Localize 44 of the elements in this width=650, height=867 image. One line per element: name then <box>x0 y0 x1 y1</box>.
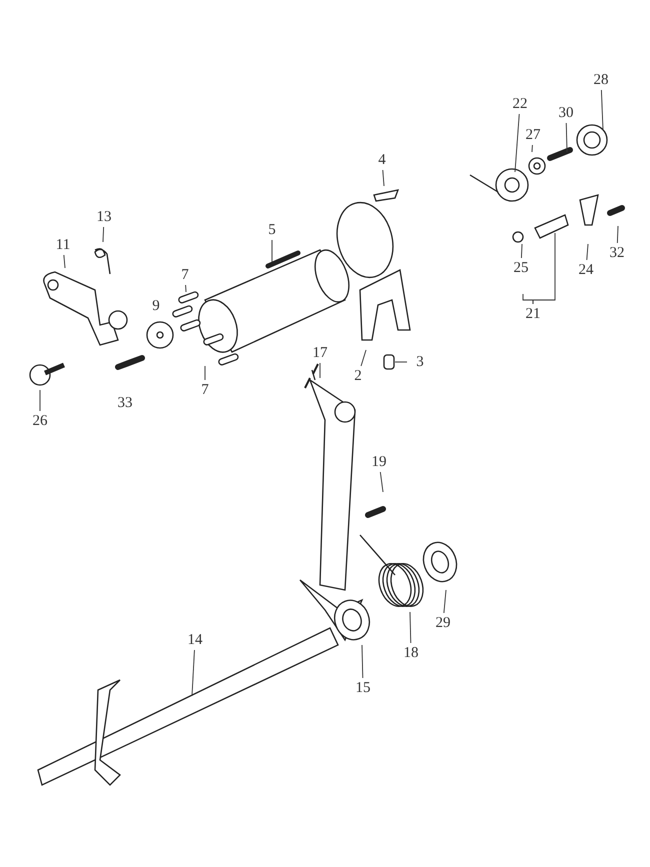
callout-number: 33 <box>118 396 132 410</box>
callout-number: 14 <box>188 632 202 648</box>
leader-line <box>192 650 195 696</box>
callout-number: 4 <box>378 152 386 168</box>
callout-number: 7 <box>181 268 189 282</box>
callout-number: 30 <box>558 106 574 120</box>
leader-line <box>204 366 206 380</box>
leader-line <box>520 244 522 258</box>
callout-number: 7 <box>201 382 209 398</box>
callout-number: 28 <box>594 72 608 88</box>
leader-line <box>600 90 604 130</box>
callout-number: 26 <box>32 414 48 428</box>
callout-number: 5 <box>268 222 276 238</box>
leader-line <box>380 472 384 492</box>
leader-line <box>362 644 364 678</box>
leader-line <box>360 350 366 366</box>
callout-number: 2 <box>354 368 362 384</box>
callout-number: 25 <box>514 260 528 276</box>
callout-number: 18 <box>404 646 418 660</box>
leader-line <box>532 232 556 304</box>
leader-line <box>514 114 520 172</box>
leader-line <box>443 590 446 614</box>
leader-line <box>63 254 66 268</box>
leader-line <box>185 284 186 292</box>
leader-line <box>382 170 384 186</box>
leader-line <box>102 226 104 242</box>
callout-number: 15 <box>356 680 370 696</box>
callout-number: 13 <box>96 210 112 224</box>
leader-line <box>410 612 412 644</box>
callout-number: 11 <box>56 238 70 252</box>
callout-number: 3 <box>416 354 424 370</box>
leader-line <box>586 244 588 260</box>
leader-line <box>566 122 568 152</box>
callout-number: 27 <box>526 128 540 142</box>
callout-number: 9 <box>152 298 160 314</box>
leader-line <box>532 144 533 152</box>
callout-number: 21 <box>526 306 540 322</box>
callout-number: 17 <box>312 346 328 360</box>
callout-number: 19 <box>372 454 386 470</box>
callout-number: 29 <box>436 616 450 630</box>
leader-line <box>616 226 618 244</box>
callout-number: 24 <box>578 262 594 278</box>
callout-number: 32 <box>610 246 624 260</box>
callout-number: 22 <box>512 96 528 112</box>
